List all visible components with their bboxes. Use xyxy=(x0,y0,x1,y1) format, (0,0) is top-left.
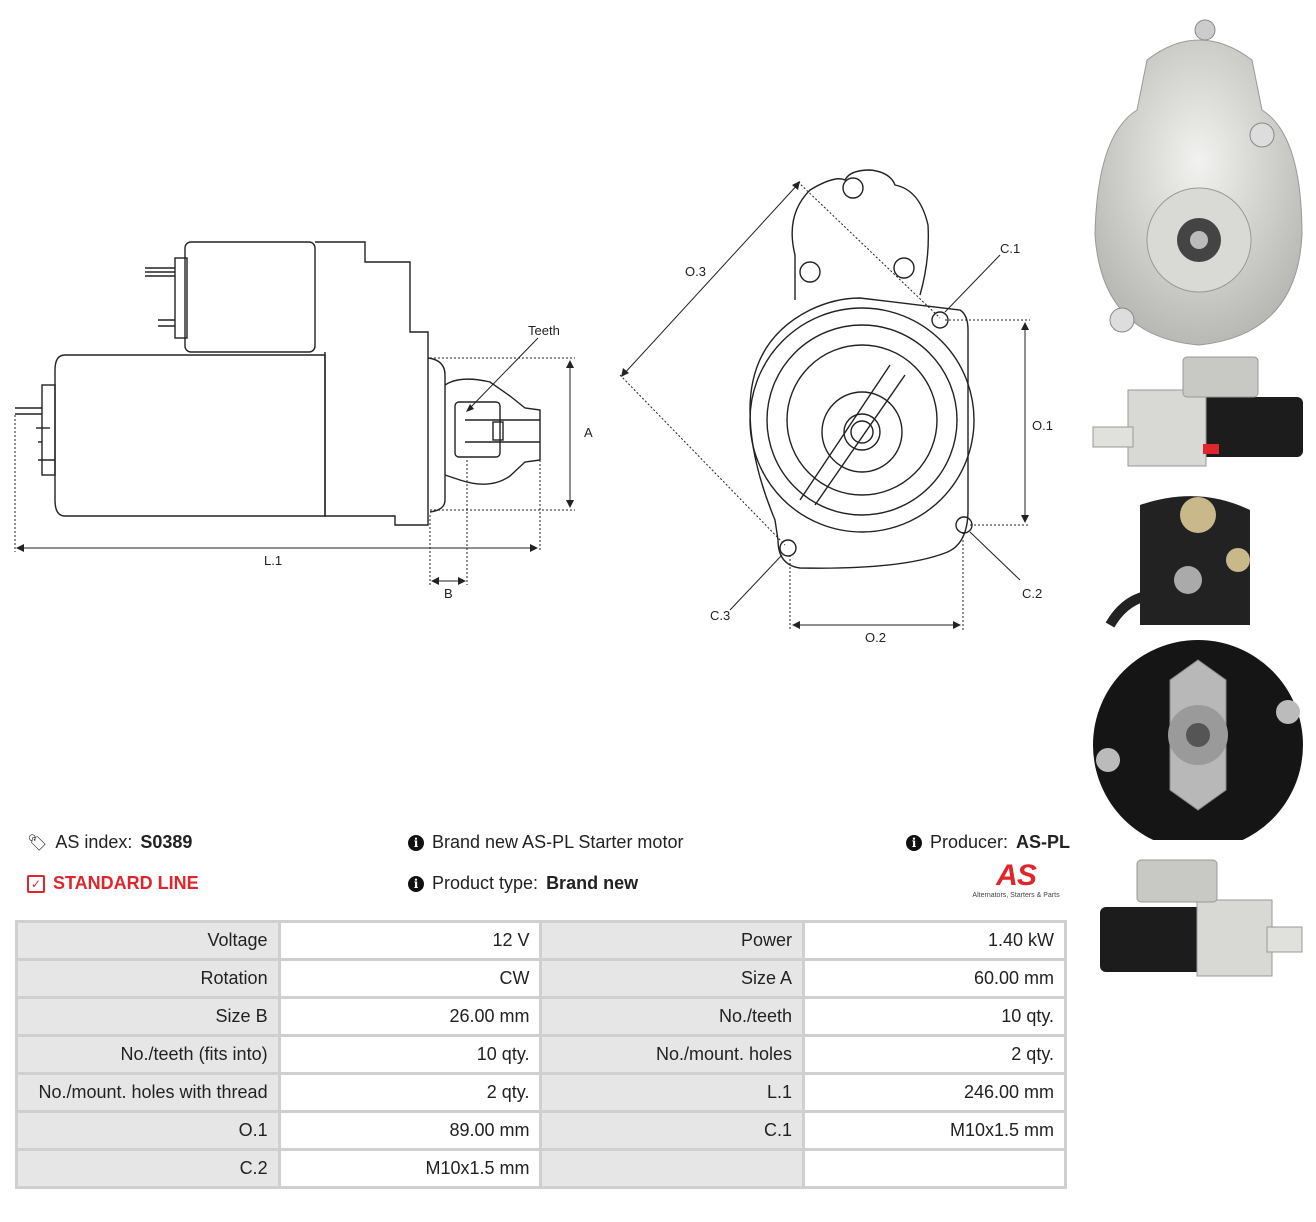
logo-mark: AS xyxy=(996,859,1037,892)
spec-key: L.1 xyxy=(542,1075,803,1110)
spec-value: 246.00 mm xyxy=(805,1075,1064,1110)
info-icon: i xyxy=(408,875,424,892)
info-icon: i xyxy=(906,834,922,851)
side-view-drawing: Teeth A L.1 B xyxy=(14,241,593,601)
spec-value: 12 V xyxy=(280,923,540,958)
spec-value: 26.00 mm xyxy=(280,999,540,1034)
spec-value: 1.40 kW xyxy=(805,923,1064,958)
producer: i Producer: AS-PL xyxy=(906,832,1070,853)
spec-value: 60.00 mm xyxy=(805,961,1064,996)
label-teeth: Teeth xyxy=(528,323,560,338)
spec-value: M10x1.5 mm xyxy=(280,1151,540,1186)
info-icon: i xyxy=(408,834,424,851)
spec-value: 10 qty. xyxy=(280,1037,540,1072)
spec-value xyxy=(805,1151,1064,1186)
product-photo-rear[interactable] xyxy=(1090,490,1306,850)
spec-key: Voltage xyxy=(18,923,278,958)
product-type-label: Product type: xyxy=(432,873,539,893)
label-size-b: B xyxy=(444,586,453,601)
brand-text: Brand new AS-PL Starter motor xyxy=(432,832,684,852)
spec-value: M10x1.5 mm xyxy=(805,1113,1064,1148)
label-c1: C.1 xyxy=(1000,241,1020,256)
product-type: i Product type: Brand new xyxy=(408,873,638,894)
spec-key: No./mount. holes with thread xyxy=(18,1075,278,1110)
spec-key: Power xyxy=(542,923,803,958)
label-o3: O.3 xyxy=(685,264,706,279)
product-photo-side[interactable] xyxy=(1088,352,1306,474)
standard-line-badge: ✓ STANDARD LINE xyxy=(27,873,199,894)
spec-key: No./mount. holes xyxy=(542,1037,803,1072)
spec-key: C.1 xyxy=(542,1113,803,1148)
spec-value: 10 qty. xyxy=(805,999,1064,1034)
as-index: 🏷 AS index: S0389 xyxy=(27,832,192,853)
spec-key: No./teeth xyxy=(542,999,803,1034)
spec-key: No./teeth (fits into) xyxy=(18,1037,278,1072)
label-size-a: A xyxy=(584,425,593,440)
product-photo-front[interactable] xyxy=(1092,15,1306,350)
spec-value: CW xyxy=(280,961,540,996)
spec-value: 2 qty. xyxy=(280,1075,540,1110)
product-type-value: Brand new xyxy=(546,873,639,893)
spec-key: Size B xyxy=(18,999,278,1034)
label-o1: O.1 xyxy=(1032,418,1053,433)
spec-row: No./teeth (fits into)10 qty.No./mount. h… xyxy=(18,1037,1064,1072)
tags-icon: 🏷 xyxy=(27,834,48,852)
producer-value: AS-PL xyxy=(1016,832,1071,852)
spec-key: Size A xyxy=(542,961,803,996)
spec-key xyxy=(542,1151,803,1186)
brand-description: i Brand new AS-PL Starter motor xyxy=(408,832,683,853)
as-index-label: AS index: xyxy=(55,832,133,852)
front-view-drawing: O.3 C.1 O.1 C.2 C.3 O.2 xyxy=(619,169,1053,645)
product-photo-side-2[interactable] xyxy=(1092,852,1306,978)
producer-label: Producer: xyxy=(930,832,1009,852)
label-c2: C.2 xyxy=(1022,586,1042,601)
standard-line-text: STANDARD LINE xyxy=(53,873,199,893)
as-pl-logo: AS Alternators, Starters & Parts xyxy=(964,859,1068,900)
spec-key: O.1 xyxy=(18,1113,278,1148)
logo-tagline: Alternators, Starters & Parts xyxy=(972,892,1060,899)
spec-value: 89.00 mm xyxy=(280,1113,540,1148)
label-c3: C.3 xyxy=(710,608,730,623)
check-square-icon: ✓ xyxy=(27,874,45,893)
label-o2: O.2 xyxy=(865,630,886,645)
label-l1: L.1 xyxy=(264,553,282,568)
spec-key: C.2 xyxy=(18,1151,278,1186)
spec-key: Rotation xyxy=(18,961,278,996)
as-index-value: S0389 xyxy=(140,832,193,852)
spec-value: 2 qty. xyxy=(805,1037,1064,1072)
